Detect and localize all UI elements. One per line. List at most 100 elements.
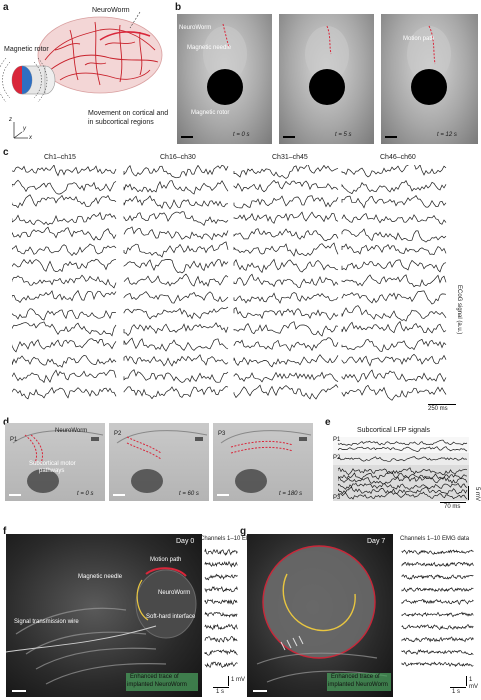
lfp-trace — [338, 456, 468, 462]
ecog-trace — [233, 292, 339, 304]
e-scale-amp-bar — [468, 486, 469, 500]
b-magnetic-rotor-label: Magnetic rotor — [191, 110, 230, 116]
ecog-trace — [233, 165, 339, 179]
ecog-trace — [341, 165, 447, 178]
ecog-traces — [12, 165, 447, 401]
ecog-trace — [233, 307, 339, 321]
ecog-trace — [233, 211, 339, 224]
ecog-trace — [123, 354, 229, 367]
g-emg-title: Channels 1–10 EMG data — [400, 536, 470, 542]
ecog-trace — [341, 338, 447, 352]
f-scale-amp-label: 1 mV — [231, 677, 246, 683]
d-subcortical-label-2: pathways — [39, 468, 65, 474]
ecog-trace — [123, 259, 229, 274]
g-needle-curve — [282, 573, 356, 632]
rotor-disc — [309, 69, 345, 105]
ecog-trace — [12, 338, 117, 353]
scale-bar — [113, 494, 125, 496]
neuroworm-path — [99, 31, 151, 41]
emg-trace — [401, 574, 474, 580]
emg-trace — [401, 636, 474, 643]
g-xray: Enhanced trace of implanted NeuroWorm Da… — [247, 534, 393, 697]
emg-trace — [401, 624, 474, 631]
emg-trace — [401, 549, 474, 555]
f-scale-amp-bar — [228, 676, 229, 686]
ecog-trace — [12, 226, 117, 241]
ecog-trace — [123, 369, 229, 383]
d-neuroworm-label: NeuroWorm — [55, 428, 88, 434]
xray-frame-2: t = 5 s — [279, 14, 374, 144]
f-wire-label: Signal transmission wire — [14, 619, 79, 625]
ecog-trace — [123, 165, 229, 179]
f-enhanced-box — [126, 673, 198, 691]
ecog-trace — [233, 258, 339, 274]
axes-icon — [13, 122, 28, 139]
ecog-trace — [123, 180, 229, 195]
ecog-trace — [341, 320, 447, 334]
emg-trace — [401, 611, 474, 618]
f-motion-path-label: Motion path — [150, 557, 182, 563]
emg-trace — [204, 548, 238, 556]
d-p1-label: P1 — [10, 437, 18, 443]
ecog-trace — [341, 369, 447, 383]
e-title: Subcortical LFP signals — [357, 427, 431, 434]
ecog-trace — [12, 369, 117, 384]
ecog-trace — [123, 322, 229, 337]
rotor-disc — [411, 69, 447, 105]
emg-trace — [204, 623, 238, 631]
a-neuroworm-label: NeuroWorm — [92, 7, 130, 14]
ecog-trace — [123, 211, 229, 227]
f-emg-traces — [204, 548, 238, 668]
ecog-trace — [12, 386, 117, 400]
field-lines — [0, 57, 48, 103]
ecog-trace — [233, 273, 339, 288]
panel-f-letter: f — [3, 526, 7, 537]
panel-g-letter: g — [240, 526, 247, 537]
ecog-trace — [233, 195, 339, 209]
scale-bar — [253, 690, 267, 692]
g-enhanced-label-1: Enhanced trace of — [331, 674, 380, 680]
d-time-2: t = 60 s — [179, 491, 199, 497]
d-time-1: t = 0 s — [77, 491, 94, 497]
g-day-label: Day 7 — [367, 538, 386, 545]
ecog-trace — [341, 179, 447, 195]
f-wire — [6, 625, 157, 653]
blood-vessels — [44, 21, 159, 86]
d-frame-1: P1 NeuroWorm Subcortical motor pathways … — [5, 423, 105, 501]
e-scale-amp-label: 5 mV — [474, 487, 480, 502]
g-emg-box — [396, 534, 478, 697]
c-group-1: Ch1–ch15 — [44, 154, 76, 161]
e-scale-time-bar — [440, 502, 466, 503]
f-emg-title: Channels 1–10 EMG data — [200, 536, 270, 542]
axis-z-label: z — [9, 117, 12, 123]
lfp-trace — [338, 467, 468, 476]
ecog-trace — [233, 371, 339, 383]
emg-trace — [401, 587, 474, 593]
emg-trace — [204, 573, 238, 581]
ecog-trace — [341, 274, 447, 288]
panel-c-letter: c — [3, 147, 9, 158]
magnetic-rotor-icon — [11, 65, 56, 95]
scale-bar — [385, 136, 397, 138]
ecog-trace — [341, 228, 447, 243]
ecog-trace — [341, 290, 447, 305]
ecog-trace — [123, 226, 229, 241]
ecog-trace — [12, 165, 117, 177]
ecog-trace — [12, 274, 117, 289]
axis-x-label: x — [29, 135, 32, 141]
ecog-trace — [341, 353, 447, 367]
ecog-trace — [341, 212, 447, 225]
b-motion-path-label: Motion path — [403, 36, 435, 42]
g-scale-time-bar — [450, 687, 466, 688]
b-magnetic-needle-label: Magnetic needle — [187, 45, 232, 51]
a-magnetic-rotor-label: Magnetic rotor — [4, 46, 49, 53]
panel-a-illustration — [0, 11, 163, 139]
lfp-trace — [338, 439, 468, 446]
ecog-trace — [12, 355, 117, 368]
ecog-trace — [341, 305, 447, 322]
f-day-label: Day 0 — [176, 538, 195, 545]
ecog-trace — [123, 291, 229, 304]
d-subcortical-label-1: Subcortical motor — [29, 461, 76, 467]
ecog-trace — [341, 259, 447, 273]
emg-trace — [204, 661, 238, 668]
